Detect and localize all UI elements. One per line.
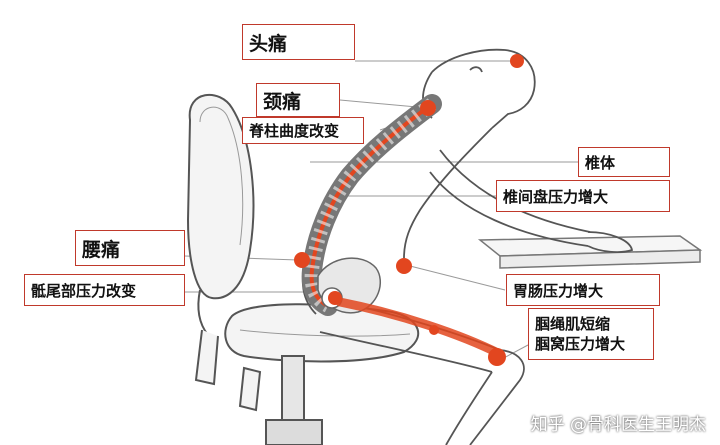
hotspot-head xyxy=(510,54,524,68)
hotspot-lumbar xyxy=(294,252,310,268)
label-disc-pressure: 椎间盘压力增大 xyxy=(496,180,670,212)
label-headache: 头痛 xyxy=(242,24,355,60)
label-low-back-pain: 腰痛 xyxy=(75,230,185,266)
watermark: 知乎 @骨科医生王明杰 xyxy=(530,415,706,435)
label-spine-curve: 脊柱曲度改变 xyxy=(242,117,364,144)
hotspot-thigh xyxy=(429,325,439,335)
label-sacrococcyx: 骶尾部压力改变 xyxy=(24,274,185,306)
hotspot-sacrum xyxy=(328,291,342,305)
label-neck-pain: 颈痛 xyxy=(256,83,340,117)
pain-hotspots xyxy=(294,54,524,366)
spine xyxy=(301,94,442,316)
label-vertebra: 椎体 xyxy=(578,147,670,177)
label-hamstring-line1: 腘绳肌短缩 xyxy=(535,315,611,333)
hotspot-knee xyxy=(488,348,506,366)
hotspot-abdomen xyxy=(396,258,412,274)
hotspot-neck xyxy=(420,100,436,116)
label-gi-pressure: 胃肠压力增大 xyxy=(506,274,660,306)
hamstring-highlight xyxy=(335,297,505,359)
label-hamstring: 腘绳肌短缩 腘窝压力增大 xyxy=(528,308,654,360)
desk xyxy=(477,235,703,269)
label-hamstring-line2: 腘窝压力增大 xyxy=(535,335,626,353)
